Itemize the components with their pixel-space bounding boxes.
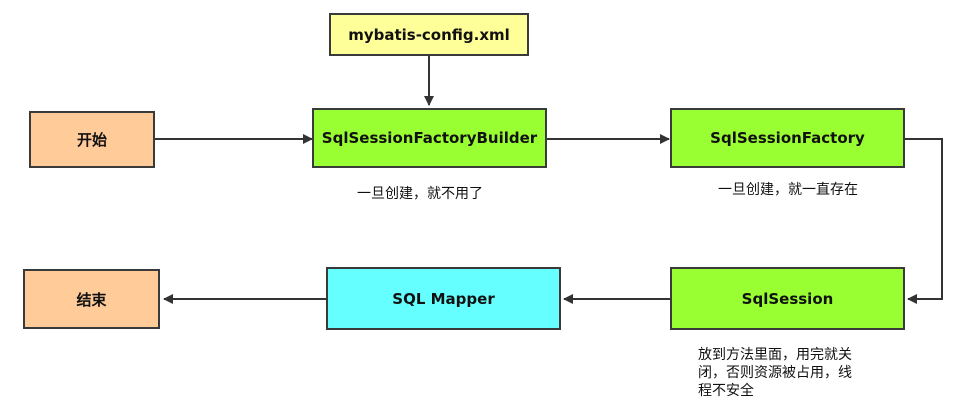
session-caption-line-3: 程不安全 xyxy=(698,383,754,399)
config-node: mybatis-config.xml xyxy=(329,13,529,56)
factory-caption: 一旦创建，就一直存在 xyxy=(718,182,858,198)
factory-node: SqlSessionFactory xyxy=(670,108,905,168)
session-caption: 放到方法里面，用完就关 闭，否则资源被占用，线 程不安全 xyxy=(698,346,852,400)
builder-node: SqlSessionFactoryBuilder xyxy=(312,108,547,168)
mapper-node: SQL Mapper xyxy=(326,267,561,330)
start-node: 开始 xyxy=(29,111,155,168)
builder-caption: 一旦创建，就不用了 xyxy=(357,186,483,202)
end-node: 结束 xyxy=(23,269,160,329)
session-caption-line-1: 放到方法里面，用完就关 xyxy=(698,347,852,363)
session-node: SqlSession xyxy=(670,267,905,330)
session-caption-line-2: 闭，否则资源被占用，线 xyxy=(698,365,852,381)
edge-factory-to-session xyxy=(905,138,943,304)
